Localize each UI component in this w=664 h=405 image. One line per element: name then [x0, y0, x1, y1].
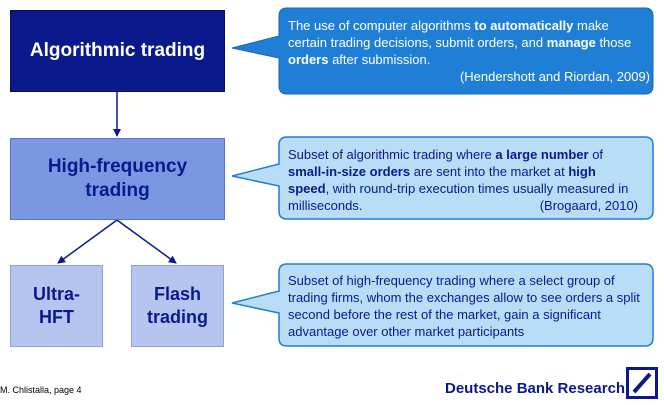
arrow-hft-to-ultra	[57, 219, 118, 264]
algorithmic-trading-label: Algorithmic trading	[29, 40, 206, 61]
callout-algo-bubble	[231, 7, 654, 95]
hft-label-line1: High-frequency	[47, 156, 188, 177]
footer-brand-name: Deutsche Bank Research	[445, 380, 626, 397]
flash-label-line1: Flash	[153, 284, 201, 304]
algo-definition-text: The use of computer algorithms to automa…	[288, 18, 650, 84]
deutsche-bank-slash-icon	[632, 372, 652, 394]
ultra-label-line2: HFT	[38, 307, 74, 327]
algorithmic-trading-box: Algorithmic trading	[10, 10, 225, 92]
hft-definition-text: Subset of algorithmic trading where a la…	[288, 147, 638, 213]
hft-citation: (Brogaard, 2010)	[539, 198, 638, 213]
algo-citation: (Hendershott and Riordan, 2009)	[459, 69, 650, 84]
flash-trading-box: Flash trading	[131, 265, 224, 347]
hft-label-line2: trading	[85, 180, 150, 201]
ultra-hft-definition-text: Subset of high-frequency trading where a…	[288, 273, 640, 339]
arrow-hft-to-flash	[116, 219, 177, 264]
deutsche-bank-logo-icon	[626, 367, 658, 399]
flash-label-line2: trading	[147, 307, 208, 327]
ultra-hft-box: Ultra- HFT	[10, 265, 103, 347]
footer-author-page: M. Chlistalla, page 4	[0, 385, 82, 395]
high-frequency-trading-box: High-frequency trading	[10, 138, 225, 220]
callout-hft-bubble	[231, 136, 654, 220]
callout-ultra-bubble	[231, 263, 654, 347]
ultra-label-line1: Ultra-	[32, 284, 80, 304]
